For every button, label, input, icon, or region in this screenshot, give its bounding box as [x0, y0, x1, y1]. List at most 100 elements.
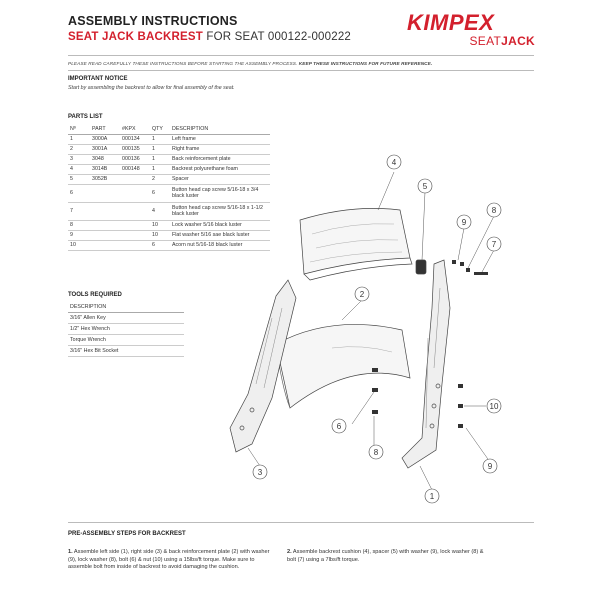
- cell-kpx: [120, 240, 150, 251]
- cell-kpx: [120, 202, 150, 221]
- cell-qty: 6: [150, 184, 170, 203]
- cell-number: 7: [68, 202, 90, 221]
- header-divider: [68, 55, 534, 56]
- cell-description: Lock washer 5/16 black luster: [170, 220, 270, 231]
- list-item: Torque Wrench: [68, 335, 184, 346]
- cell-description: Back reinforcement plate: [170, 154, 270, 165]
- list-item: 3/16" Hex Bit Socket: [68, 346, 184, 357]
- cell-number: 3: [68, 154, 90, 165]
- callout-labels: 4 5 9 8 7 2 3 6 8 1 10 9: [258, 158, 499, 501]
- callout-circles: [252, 154, 502, 504]
- tools-column-header: DESCRIPTION: [68, 302, 184, 313]
- tools-list: DESCRIPTION 3/16" Allen Key 1/2" Hex Wre…: [68, 302, 184, 357]
- callout-1: 1: [430, 492, 435, 501]
- cell-qty: 4: [150, 202, 170, 221]
- cell-part: [90, 184, 120, 203]
- col-kpx: #KPX: [120, 124, 150, 135]
- assembly-step-2: 2. Assemble backrest cushion (4), spacer…: [287, 549, 487, 564]
- tools-required-heading: TOOLS REQUIRED: [68, 292, 122, 298]
- callout-leaders: [247, 171, 495, 491]
- document-title: ASSEMBLY INSTRUCTIONS: [68, 14, 238, 28]
- important-notice-text: Start by assembling the backrest to allo…: [68, 85, 235, 91]
- cell-description: Backrest polyurethane foam: [170, 164, 270, 175]
- cell-kpx: 000135: [120, 144, 150, 155]
- product-fitment: FOR SEAT 000122-000222: [203, 31, 352, 43]
- cell-description: Flat washer 5/16 sae black luster: [170, 230, 270, 241]
- cell-part: 3052B: [90, 174, 120, 185]
- callout-9-lower: 9: [488, 462, 493, 471]
- cell-description: Button head cap screw 5/16-18 x 1-1/2 bl…: [170, 202, 270, 221]
- cell-part: [90, 220, 120, 231]
- parts-list-heading: PARTS LIST: [68, 114, 103, 120]
- callout-4: 4: [392, 158, 397, 167]
- cell-qty: 10: [150, 220, 170, 231]
- kimpex-seatjack-logo: KIMPEX SEATJACK: [407, 10, 537, 48]
- col-part: PART: [90, 124, 120, 135]
- cell-part: 3001A: [90, 144, 120, 155]
- logo-word: KIMPEX: [407, 10, 495, 35]
- left-frame-part: [229, 279, 297, 453]
- callout-8: 8: [492, 206, 497, 215]
- exploded-assembly-diagram: 4 5 9 8 7 2 3 6 8 1 10 9: [229, 154, 502, 504]
- col-number: Nº: [68, 124, 90, 135]
- cell-qty: 10: [150, 230, 170, 241]
- step-number: 1.: [68, 549, 73, 555]
- logo-sub-light: SEAT: [469, 34, 502, 48]
- assembly-step-1: 1. Assemble left side (1), right side (3…: [68, 549, 278, 572]
- callout-3: 3: [258, 468, 263, 477]
- document-subtitle: SEAT JACK BACKREST FOR SEAT 000122-00022…: [68, 31, 351, 43]
- cell-part: [90, 230, 120, 241]
- cell-description: Right frame: [170, 144, 270, 155]
- callout-5: 5: [423, 182, 428, 191]
- cell-number: 6: [68, 184, 90, 203]
- reinforcement-plate-part: [275, 324, 411, 409]
- notice-divider: [68, 70, 534, 71]
- hardware-fasteners: [372, 260, 488, 428]
- pre-assembly-heading: PRE-ASSEMBLY STEPS FOR BACKREST: [68, 531, 186, 537]
- callout-9: 9: [462, 218, 467, 227]
- cell-number: 2: [68, 144, 90, 155]
- cell-part: 3014B: [90, 164, 120, 175]
- cell-description: Left frame: [170, 134, 270, 145]
- cell-number: 4: [68, 164, 90, 175]
- cell-qty: 6: [150, 240, 170, 251]
- step-text: Assemble left side (1), right side (3) &…: [68, 549, 270, 571]
- cell-part: 3048: [90, 154, 120, 165]
- cell-qty: 1: [150, 134, 170, 145]
- cell-part: [90, 202, 120, 221]
- cell-kpx: 000134: [120, 134, 150, 145]
- cell-number: 9: [68, 230, 90, 241]
- callout-6: 6: [337, 422, 342, 431]
- list-item: 3/16" Allen Key: [68, 313, 184, 324]
- cell-description: Acorn nut 5/16-18 black luster: [170, 240, 270, 251]
- keep-instructions-text: KEEP THESE INSTRUCTIONS FOR FUTURE REFER…: [297, 61, 433, 66]
- cell-kpx: 000136: [120, 154, 150, 165]
- cell-number: 1: [68, 134, 90, 145]
- cell-number: 10: [68, 240, 90, 251]
- callout-10: 10: [490, 402, 499, 411]
- cell-description: Button head cap screw 5/16-18 x 3/4 blac…: [170, 184, 270, 203]
- right-frame-part: [401, 259, 451, 469]
- backrest-foam-part: [299, 208, 413, 281]
- callout-8-lower: 8: [374, 448, 379, 457]
- cell-description: Spacer: [170, 174, 270, 185]
- cell-qty: 1: [150, 154, 170, 165]
- cell-kpx: [120, 174, 150, 185]
- cell-qty: 2: [150, 174, 170, 185]
- cell-qty: 1: [150, 144, 170, 155]
- col-qty: QTY: [150, 124, 170, 135]
- cell-kpx: [120, 220, 150, 231]
- cell-part: [90, 240, 120, 251]
- cell-number: 8: [68, 220, 90, 231]
